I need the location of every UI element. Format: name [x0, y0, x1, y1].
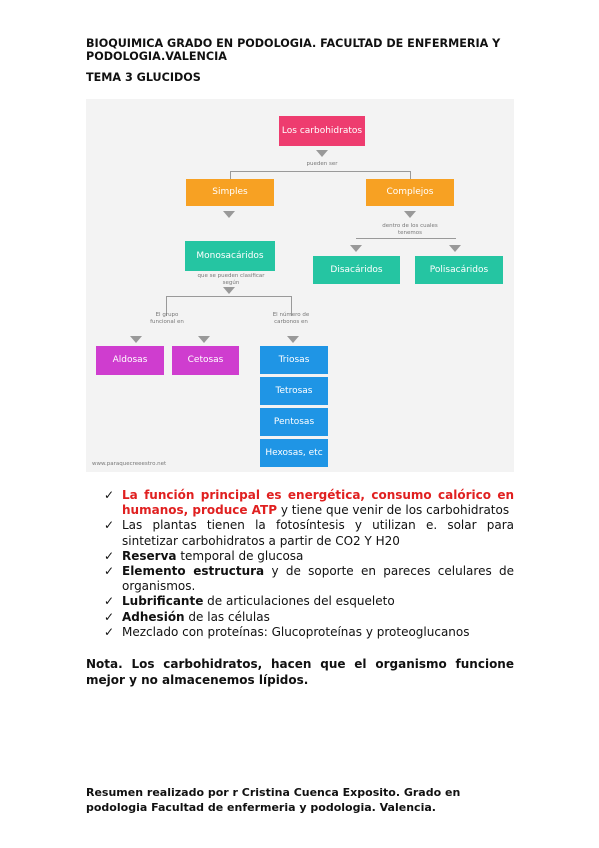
arrow-down-icon — [316, 150, 328, 157]
node-simples: Simples — [186, 179, 274, 206]
list-item: ✓Adhesión de las células — [104, 609, 270, 624]
function-list: ✓La función principal es energética, con… — [104, 488, 514, 640]
label-el-numero: El número de carbonos en — [272, 312, 310, 325]
check-icon: ✓ — [104, 518, 115, 533]
carbohydrate-diagram: Los carbohidratos pueden ser Simples Com… — [86, 99, 514, 472]
check-icon: ✓ — [104, 609, 115, 624]
list-item: ✓La función principal es energética, con… — [104, 488, 514, 518]
check-icon: ✓ — [104, 548, 115, 563]
connector-line — [356, 238, 456, 239]
label-que-se-pueden: que se pueden clasificar según — [197, 273, 265, 286]
check-icon: ✓ — [104, 624, 115, 639]
footer: Resumen realizado por r Cristina Cuenca … — [86, 786, 514, 815]
diagram-credit: www.paraquecreeestro.net — [92, 461, 167, 467]
list-item: ✓Reserva temporal de glucosa — [104, 548, 304, 563]
node-hexosas: Hexosas, etc — [260, 439, 328, 467]
arrow-down-icon — [130, 336, 142, 343]
list-item: ✓Las plantas tienen la fotosíntesis y ut… — [104, 518, 514, 548]
arrow-down-icon — [287, 336, 299, 343]
label-el-grupo: El grupo funcional en — [150, 312, 184, 325]
tema-title: TEMA 3 GLUCIDOS — [86, 71, 201, 84]
node-disacaridos: Disacáridos — [313, 256, 400, 284]
header-line2: PODOLOGIA.VALENCIA — [86, 50, 227, 63]
arrow-down-icon — [198, 336, 210, 343]
arrow-down-icon — [404, 211, 416, 218]
footer-line1: Resumen realizado por r Cristina Cuenca … — [86, 786, 461, 799]
node-tetrosas: Tetrosas — [260, 377, 328, 405]
node-carbohidratos: Los carbohidratos — [279, 116, 365, 146]
header-line1: BIOQUIMICA GRADO EN PODOLOGIA. FACULTAD … — [86, 37, 501, 50]
list-item: ✓Elemento estructura y de soporte en par… — [104, 564, 514, 594]
node-complejos: Complejos — [366, 179, 454, 206]
node-polisacaridos: Polisacáridos — [415, 256, 503, 284]
connector-line — [166, 296, 291, 297]
arrow-down-icon — [223, 287, 235, 294]
node-monosacaridos: Monosacáridos — [185, 241, 275, 271]
check-icon: ✓ — [104, 564, 115, 579]
node-triosas: Triosas — [260, 346, 328, 374]
nota-paragraph: Nota. Los carbohidratos, hacen que el or… — [86, 657, 514, 687]
label-pueden-ser: pueden ser — [306, 161, 338, 167]
connector-line — [230, 171, 410, 172]
connector-line — [166, 296, 167, 316]
footer-line2: podologia Facultad de enfermeria y podol… — [86, 800, 436, 814]
arrow-down-icon — [350, 245, 362, 252]
node-pentosas: Pentosas — [260, 408, 328, 436]
node-aldosas: Aldosas — [96, 346, 164, 375]
check-icon: ✓ — [104, 488, 115, 502]
list-item: ✓Mezclado con proteínas: Glucoproteínas … — [104, 624, 470, 639]
connector-line — [410, 171, 411, 179]
connector-line — [291, 296, 292, 316]
list-item: ✓Lubrificante de articulaciones del esqu… — [104, 594, 395, 609]
arrow-down-icon — [223, 211, 235, 218]
node-cetosas: Cetosas — [172, 346, 239, 375]
label-dentro: dentro de los cuales tenemos — [382, 223, 438, 236]
check-icon: ✓ — [104, 594, 115, 609]
connector-line — [230, 171, 231, 179]
arrow-down-icon — [449, 245, 461, 252]
